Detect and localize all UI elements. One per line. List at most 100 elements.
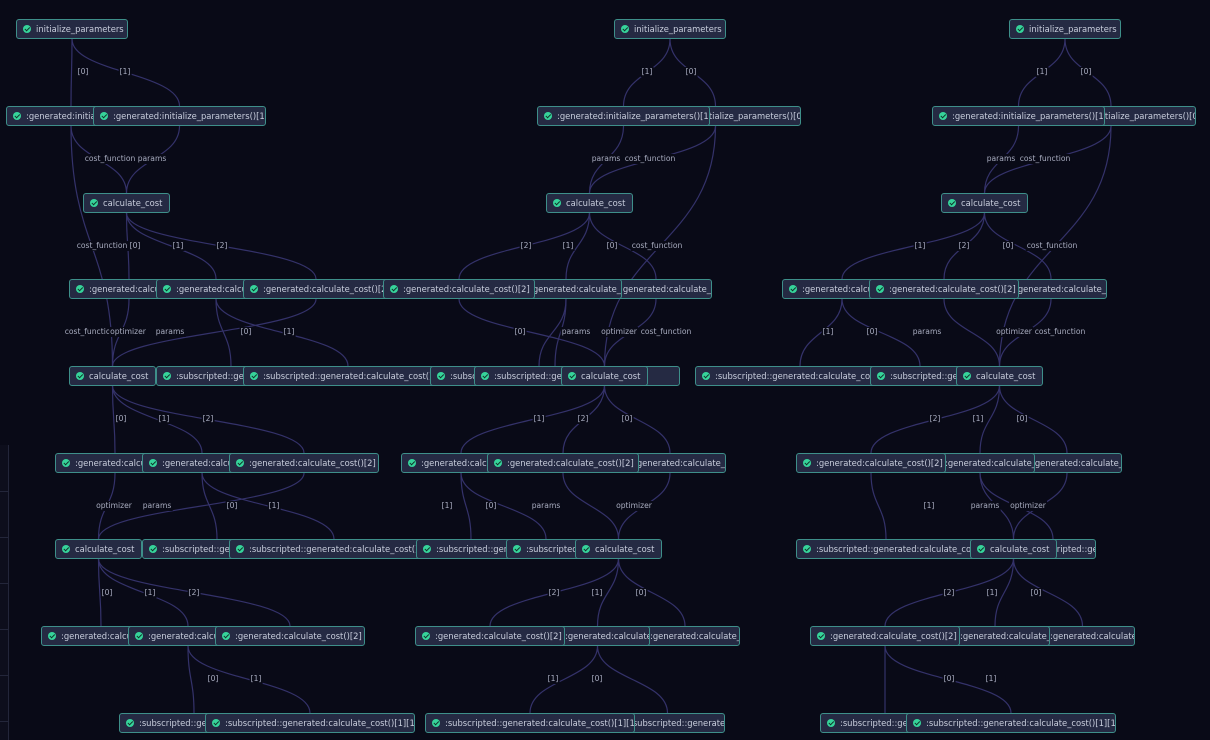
pipeline-node[interactable]: initialize_parameters [1009,19,1121,39]
edge-label: [2] [928,414,942,424]
check-circle-icon [48,632,56,640]
graph-edge [603,385,671,454]
node-label: :generated:calculate_cost()[2] [816,458,943,468]
check-circle-icon [544,112,552,120]
pipeline-node[interactable]: :generated:calculate_cost()[2] [810,626,960,646]
check-circle-icon [702,372,710,380]
graph-edge [125,212,217,280]
graph-edge [215,298,349,367]
pipeline-node[interactable]: calculate_cost [575,539,662,559]
check-circle-icon [437,372,445,380]
graph-edge [870,472,887,540]
pipeline-node[interactable]: calculate_cost [956,366,1043,386]
check-circle-icon [803,459,811,467]
check-circle-icon [827,719,835,727]
edge-label: [2] [215,241,229,251]
pipeline-node[interactable]: :subscripted::generated:calculate_cost()… [425,713,635,733]
graph-edge [565,212,591,280]
graph-edge [617,558,686,627]
pipeline-node[interactable]: :subscripted::generated:calculate_cost()… [870,366,970,386]
check-circle-icon [149,545,157,553]
graph-edge [215,298,232,367]
pipeline-node[interactable]: calculate_cost [970,539,1057,559]
pipeline-node[interactable]: :subscripted::generated:calculate_cost()… [796,539,976,559]
pipeline-node[interactable]: :generated:initialize_parameters()[1] [93,106,266,126]
pipeline-node[interactable]: :subscripted::generated:calculate_cost()… [205,713,415,733]
node-label: calculate_cost [990,544,1050,554]
pipeline-node[interactable]: initialize_parameters [16,19,128,39]
check-circle-icon [163,372,171,380]
pipeline-node[interactable]: :subscripted::generated:calculate_cost()… [243,366,453,386]
pipeline-node[interactable]: :generated:calculate_cost()[2] [796,453,946,473]
node-label: calculate_cost [103,198,163,208]
graph-edge [458,298,606,367]
check-circle-icon [877,372,885,380]
graph-edge [799,298,843,367]
check-circle-icon [23,25,31,33]
pipeline-node[interactable]: :subscripted::generated:calculate_cost()… [229,539,439,559]
pipeline-node[interactable]: calculate_cost [561,366,648,386]
edge-label: [0] [100,588,114,598]
graph-edge [111,385,116,454]
pipeline-node[interactable]: calculate_cost [941,193,1028,213]
graph-edge [554,298,567,367]
pipeline-node[interactable]: :generated:calculate_cost()[2] [869,279,1019,299]
sidebar-divider [0,629,8,630]
pipeline-node[interactable]: :generated:calculate_cost()[2] [383,279,535,299]
check-circle-icon [135,632,143,640]
check-circle-icon [803,545,811,553]
check-circle-icon [236,545,244,553]
pipeline-node[interactable]: :generated:calculate_cost()[2] [487,453,639,473]
pipeline-node[interactable]: initialize_parameters [614,19,726,39]
pipeline-node[interactable]: :subscripted::generated:calculate_cost()… [506,539,586,559]
node-label: :generated:calculate_cost()[1] [960,631,1049,641]
node-label: :subscripted::generated:calculate_cost()… [162,544,291,554]
edge-label: [2] [201,414,215,424]
check-circle-icon [149,459,157,467]
pipeline-node[interactable]: :generated:calculate_cost()[2] [243,279,389,299]
pipeline-node[interactable]: calculate_cost [546,193,633,213]
pipeline-node[interactable]: :generated:calculate_cost()[2] [215,626,365,646]
node-label: calculate_cost [581,371,641,381]
node-label: :generated:calculate_cost()[1] [802,284,901,294]
pipeline-node[interactable]: :generated:calculate_cost()[1] [925,453,1035,473]
pipeline-node[interactable]: :generated:initialize_parameters()[1] [932,106,1105,126]
node-label: :generated:calculate_cost()[2] [249,458,376,468]
pipeline-node[interactable]: calculate_cost [83,193,170,213]
edge-label: params [136,154,168,164]
edge-label: [0] [865,327,879,337]
check-circle-icon [76,372,84,380]
edge-label: [1] [821,327,835,337]
edge-label: cost_function [1018,154,1072,164]
pipeline-node[interactable]: :generated:calculate_cost()[1] [940,626,1050,646]
pipeline-node[interactable]: :subscripted::generated:calculate_cost()… [906,713,1116,733]
node-label: :generated:initialize_parameters()[1] [952,111,1105,121]
graph-edge [111,298,317,367]
node-label: :generated:calculate_cost()[0] [61,631,160,641]
graph-edge [998,385,1068,454]
node-label: initialize_parameters [1029,24,1117,34]
pipeline-node[interactable]: calculate_cost [55,539,142,559]
pipeline-node[interactable]: calculate_cost [69,366,156,386]
pipeline-node[interactable]: :generated:initialize_parameters()[1] [537,106,710,126]
graph-edge [187,645,195,714]
edge-label: [0] [634,588,648,598]
check-circle-icon [408,459,416,467]
node-label: :generated:calculate_cost()[2] [235,631,362,641]
node-label: :subscripted::generated:calculate_cost()… [840,718,949,728]
graph-edge [841,298,921,367]
pipeline-node[interactable]: :subscripted::generated:calculate_cost()… [416,539,526,559]
edge-label: [0] [484,501,498,511]
pipeline-node[interactable]: :generated:calculate_cost()[2] [229,453,379,473]
edge-label: [1] [640,67,654,77]
check-circle-icon [250,372,258,380]
node-label: :generated:calculate_cost()[2] [403,284,530,294]
edge-label: [2] [942,588,956,598]
node-label: :generated:calculate_cost()[0] [75,458,174,468]
graph-edge [187,645,311,714]
edge-label: [0] [590,674,604,684]
check-circle-icon [553,199,561,207]
pipeline-node[interactable]: :generated:calculate_cost()[2] [415,626,565,646]
node-label: :generated:calculate_cost()[0] [634,458,725,468]
node-label: :subscripted::generated:calculate_cost()… [715,371,905,381]
